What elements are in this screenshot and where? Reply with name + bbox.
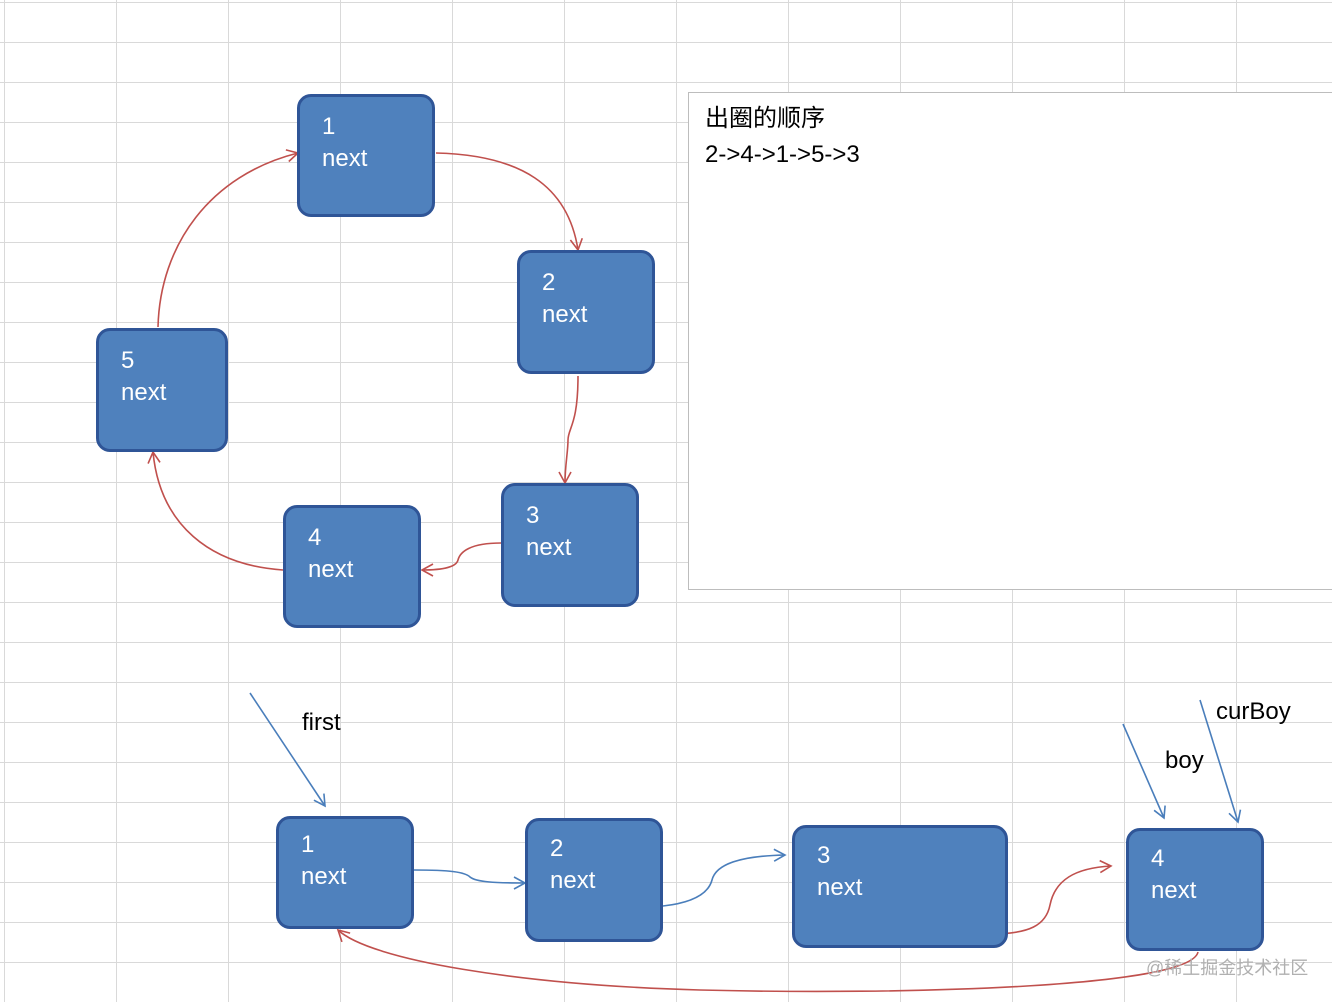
node-id: 2 [550, 835, 564, 862]
node-field: next [308, 556, 354, 583]
edge-ring-5-to-1 [157, 149, 300, 328]
node-field: next [817, 874, 863, 901]
node-field: next [526, 534, 572, 561]
watermark: @稀土掘金技术社区 [1146, 958, 1309, 978]
node-id: 1 [322, 113, 336, 140]
ring-node-3: 3 next [501, 483, 639, 607]
edge-ring-1-to-2 [435, 152, 584, 252]
dequeue-order-title: 出圈的顺序 [705, 105, 825, 132]
edge-chain-4-to-1 [336, 928, 1199, 993]
ring-node-2: 2 next [517, 250, 655, 374]
pointer-boy-label: boy [1165, 747, 1204, 774]
pointer-first-arrow [249, 692, 326, 808]
pointer-curboy-arrow [1199, 699, 1242, 824]
ring-node-4: 4 next [283, 505, 421, 628]
node-id: 4 [308, 524, 322, 551]
edge-ring-4-to-5 [147, 450, 284, 571]
edge-chain-3-to-4 [989, 859, 1113, 935]
dequeue-order-box: 出圈的顺序 2->4->1->5->3 [688, 92, 1332, 590]
node-field: next [550, 867, 596, 894]
ring-node-1: 1 next [297, 94, 435, 217]
node-id: 3 [526, 502, 540, 529]
edge-ring-3-to-4 [420, 542, 502, 577]
node-id: 5 [121, 347, 135, 374]
pointer-boy-arrow [1122, 723, 1166, 820]
node-id: 3 [817, 842, 831, 869]
node-field: next [322, 145, 368, 172]
edge-chain-1-to-2 [413, 869, 527, 890]
node-field: next [121, 379, 167, 406]
ring-node-5: 5 next [96, 328, 228, 452]
node-id: 1 [301, 831, 315, 858]
pointer-first-label: first [302, 709, 341, 736]
node-id: 4 [1151, 845, 1165, 872]
node-field: next [301, 863, 347, 890]
pointer-curboy-label: curBoy [1216, 698, 1291, 725]
node-id: 2 [542, 269, 556, 296]
chain-node-2: 2 next [525, 818, 663, 942]
dequeue-order-sequence: 2->4->1->5->3 [705, 141, 860, 168]
edge-chain-2-to-3 [662, 848, 787, 907]
chain-node-4: 4 next [1126, 828, 1264, 951]
edge-ring-2-to-3 [558, 375, 579, 485]
node-field: next [1151, 877, 1197, 904]
chain-node-3: 3 next [792, 825, 1008, 948]
node-field: next [542, 301, 588, 328]
chain-node-1: 1 next [276, 816, 414, 929]
